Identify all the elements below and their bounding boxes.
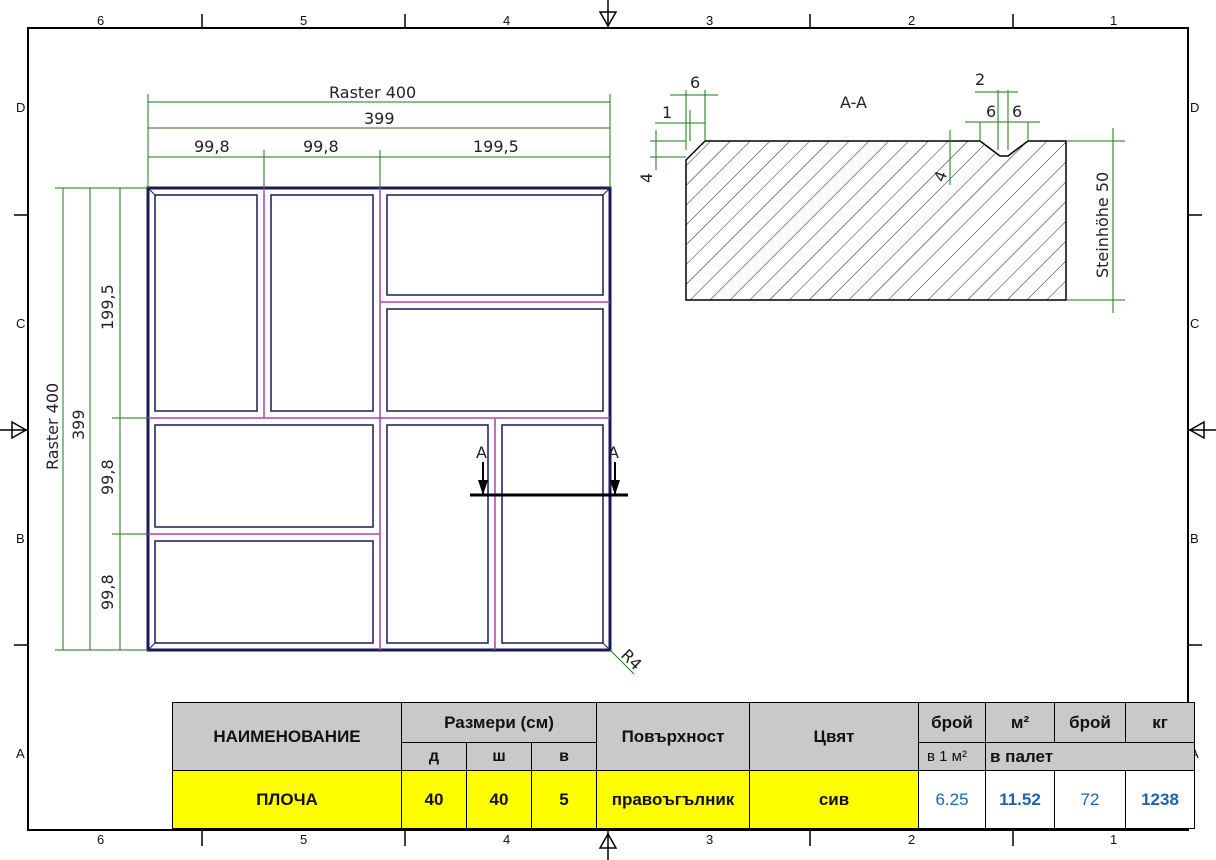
col-label-top: 4 (503, 13, 510, 28)
header-kg: кг (1125, 702, 1195, 743)
row-label-right: C (1190, 316, 1199, 331)
row-label-left: A (16, 746, 25, 761)
plan-dimensions-top (147, 94, 611, 188)
row-length: 40 (401, 770, 467, 829)
row-color: сив (749, 770, 919, 829)
header-dimensions: Размери (см) (401, 702, 597, 743)
dim-99-8-a: 99,8 (194, 137, 230, 156)
row-label-right: D (1190, 100, 1199, 115)
col-label-top: 1 (1110, 13, 1117, 28)
col-label-bottom: 2 (908, 832, 915, 847)
dim-section-1: 1 (662, 103, 672, 122)
row-label-right: B (1190, 531, 1199, 546)
col-label-top: 2 (908, 13, 915, 28)
header-width: ш (466, 742, 532, 771)
cut-label-left: A (476, 443, 487, 462)
dim-99-8-left-a: 99,8 (98, 459, 117, 495)
dim-stone-height: Steinhöhe 50 (1093, 172, 1112, 278)
dim-section-6-right-b: 6 (1012, 102, 1022, 121)
row-label-left: D (16, 100, 25, 115)
dim-99-8-left-b: 99,8 (98, 574, 117, 610)
dim-raster-top: Raster 400 (329, 83, 416, 102)
header-m2: м² (985, 702, 1055, 743)
product-table: НАИМЕНОВАНИЕ Размери (см) Повърхност Цвя… (172, 702, 1195, 829)
header-height: в (531, 742, 597, 771)
dim-199-5-left: 199,5 (98, 284, 117, 330)
row-height: 5 (531, 770, 597, 829)
row-label-right: A (1190, 746, 1199, 761)
plan-dimensions-left (55, 187, 148, 651)
section-title: A-A (840, 93, 867, 112)
header-count-pallet: брой (1054, 702, 1126, 743)
header-length: д (401, 742, 467, 771)
row-count-per-m2: 6.25 (918, 770, 986, 829)
header-on-pallet: в палет (985, 742, 1195, 771)
row-label-left: C (16, 316, 25, 331)
row-m2-per-pallet: 11.52 (985, 770, 1055, 829)
header-count: брой (918, 702, 986, 743)
section-dimensions (650, 90, 1125, 313)
dim-99-8-b: 99,8 (303, 137, 339, 156)
dim-section-6-left: 6 (690, 73, 700, 92)
col-label-bottom: 6 (97, 832, 104, 847)
cut-label-right: A (608, 443, 619, 462)
dim-section-6-right-a: 6 (986, 102, 996, 121)
dim-399-top: 399 (364, 109, 395, 128)
header-per-m2: в 1 м² (918, 742, 986, 771)
header-surface: Повърхност (596, 702, 750, 771)
dim-raster-left: Raster 400 (43, 383, 62, 470)
dim-199-5-top: 199,5 (473, 137, 519, 156)
col-label-top: 5 (300, 13, 307, 28)
paver-plan (146, 186, 635, 675)
col-label-bottom: 1 (1110, 832, 1117, 847)
radius-label: R4 (617, 645, 645, 673)
section-profile (685, 140, 1067, 301)
col-label-top: 6 (97, 13, 104, 28)
row-label-left: B (16, 531, 25, 546)
col-label-bottom: 3 (706, 832, 713, 847)
row-kg-per-pallet: 1238 (1125, 770, 1195, 829)
col-label-top: 3 (706, 13, 713, 28)
row-count-per-pallet: 72 (1054, 770, 1126, 829)
header-name: НАИМЕНОВАНИЕ (172, 702, 402, 771)
header-color: Цвят (749, 702, 919, 771)
dim-section-4-left: 4 (637, 173, 656, 183)
row-name: ПЛОЧА (172, 770, 402, 829)
col-label-bottom: 4 (503, 832, 510, 847)
dim-399-left: 399 (69, 409, 88, 440)
dim-section-2: 2 (975, 70, 985, 89)
row-surface: правоъгълник (596, 770, 750, 829)
col-label-bottom: 5 (300, 832, 307, 847)
row-width: 40 (466, 770, 532, 829)
